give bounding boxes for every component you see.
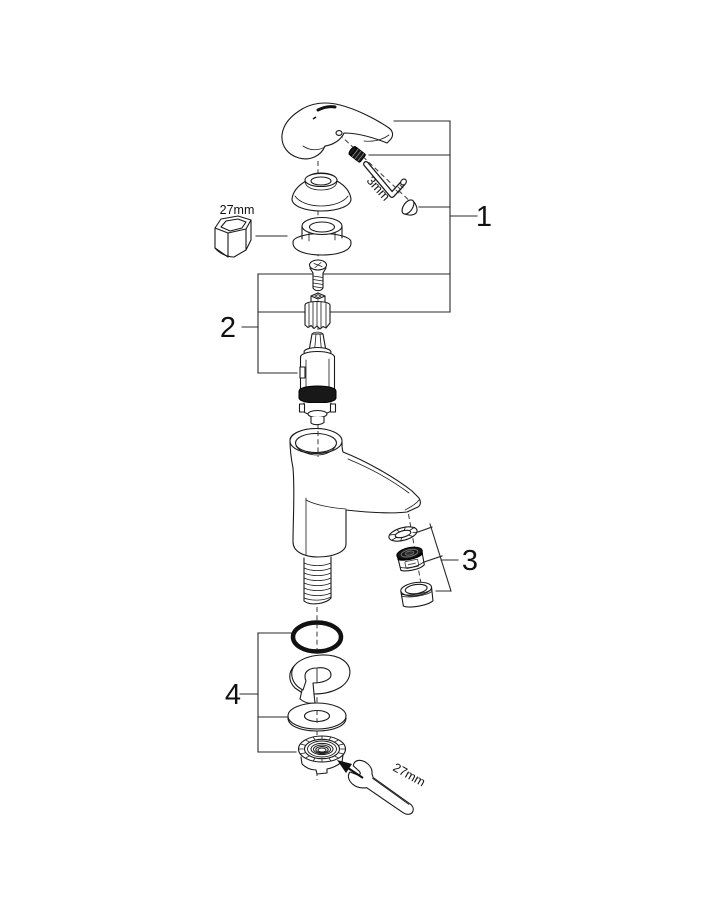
- callout-2-number: 2: [220, 312, 236, 344]
- flange-ring: [292, 216, 352, 256]
- callout-1-lines: [257, 120, 478, 313]
- hex-key-3mm: [363, 161, 407, 198]
- hex-socket-tool: [214, 215, 252, 258]
- wrench-27mm: [337, 759, 414, 815]
- callout-3-number: 3: [462, 545, 478, 577]
- callout-4-lines: [239, 632, 297, 753]
- lever-handle: [281, 102, 394, 160]
- nut-threads: [310, 742, 334, 756]
- dome-ring: [291, 172, 352, 212]
- cover-cap: [401, 199, 418, 216]
- cartridge: [298, 331, 337, 426]
- mounting-nut: [297, 735, 347, 775]
- handle-screw-hole: [335, 130, 343, 136]
- callout-1-number: 1: [476, 201, 492, 233]
- threaded-shank: [303, 556, 332, 605]
- aerator-insert: [396, 546, 425, 572]
- faucet-body: [289, 427, 421, 558]
- grub-screw: [348, 146, 366, 163]
- horseshoe-clamp: [289, 654, 351, 704]
- callout-2-lines: [241, 273, 298, 374]
- fixing-screw: [308, 259, 328, 292]
- callout-3-lines: [417, 523, 459, 592]
- callout-4-number: 4: [225, 679, 241, 711]
- allen-key-size-label: 3mm: [364, 174, 393, 204]
- aerator-shell: [400, 581, 434, 608]
- wrench-arrow: [337, 760, 364, 779]
- o-ring: [290, 620, 344, 654]
- mounting-washer: [287, 702, 347, 732]
- axis-overlays: [316, 431, 319, 723]
- screw-axis: [338, 133, 416, 207]
- cartridge-seal-band: [298, 385, 337, 404]
- hex-socket-size-label: 27mm: [220, 203, 255, 217]
- spline-adapter: [304, 292, 331, 330]
- spout-gasket: [388, 526, 418, 542]
- nut-knurling: [298, 735, 346, 763]
- wrench-size-label: 27mm: [391, 760, 428, 789]
